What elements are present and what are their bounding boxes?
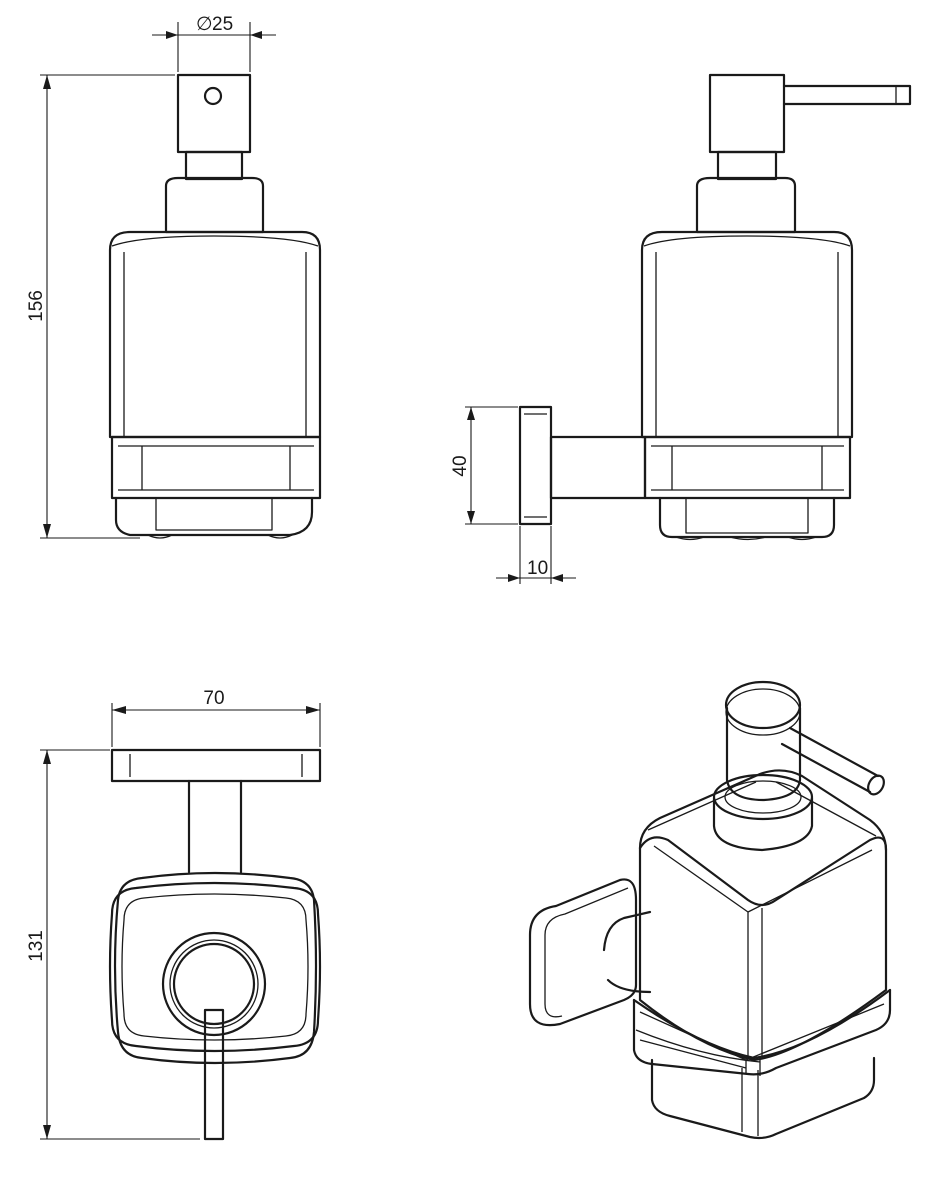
iso-pump-head <box>725 706 802 802</box>
front-view: ∅ 25 156 <box>26 14 322 539</box>
wall-plate <box>518 405 553 526</box>
top-wall-plate <box>110 748 322 783</box>
top-collar-outer <box>161 931 267 1037</box>
neck-collar <box>164 176 265 234</box>
iso-collar <box>712 796 814 852</box>
isometric-view <box>528 680 892 1140</box>
top-pump-spout <box>203 1008 225 1141</box>
side-view: 40 10 <box>450 73 912 584</box>
dimension-overall-width: 70 <box>203 688 224 709</box>
top-pump-head <box>172 942 256 1026</box>
iso-base <box>650 1056 876 1140</box>
top-bracket-arm <box>187 779 243 874</box>
holder-ring <box>110 435 322 500</box>
diameter-symbol: ∅ <box>196 14 213 35</box>
glass-body <box>108 230 322 439</box>
iso-pump-spout <box>780 726 880 794</box>
base <box>114 496 314 537</box>
dimension-overall-height: 156 <box>26 290 47 322</box>
pump-nozzle-hole <box>203 86 223 106</box>
side-pump-head <box>708 73 786 154</box>
pump-head <box>176 73 252 154</box>
dimension-bracket-depth: 10 <box>527 558 548 579</box>
dimension-bracket-height: 40 <box>450 455 471 476</box>
side-glass-body <box>640 230 854 439</box>
iso-bracket-arm <box>602 910 652 994</box>
dimension-overall-depth: 131 <box>26 930 47 962</box>
bracket-arm <box>549 435 647 500</box>
dimension-pump-diameter: 25 <box>212 14 233 35</box>
top-glass-outline <box>108 881 322 1053</box>
iso-holder-ring <box>632 988 892 1076</box>
pump-stem <box>184 150 244 181</box>
iso-glass-body <box>638 769 888 1062</box>
iso-wall-plate <box>528 878 638 1027</box>
top-view: 70 131 <box>26 688 322 1141</box>
side-pump-spout <box>782 84 912 106</box>
